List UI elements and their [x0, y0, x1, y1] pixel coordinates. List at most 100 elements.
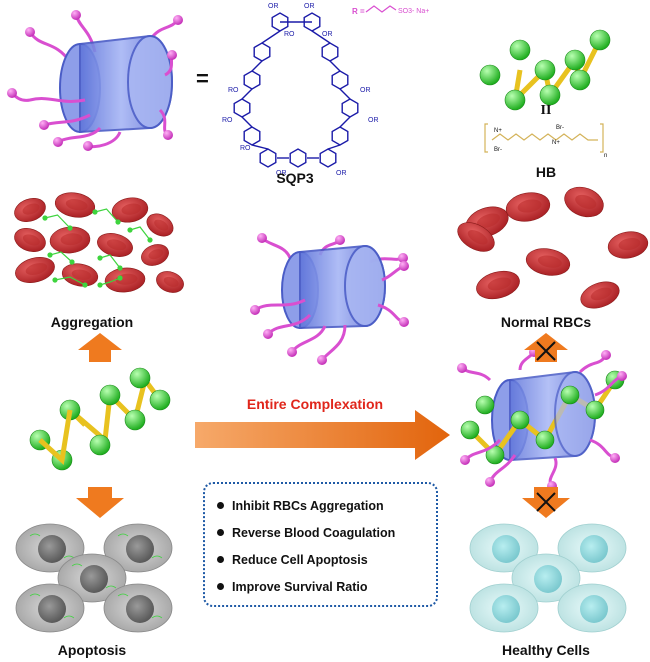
host-ring-front: [127, 35, 173, 129]
red-blood-cell: [15, 257, 55, 283]
bullet-dot: [217, 556, 224, 563]
effect-item: Reduce Cell Apoptosis: [217, 546, 426, 573]
hb-br1: Br-: [494, 147, 502, 153]
sqp3-host-cartoon: [7, 10, 183, 151]
bond: [251, 60, 263, 72]
red-blood-cell: [14, 198, 46, 222]
arrow-down-to-apoptosis: [76, 487, 124, 518]
hb-chain: [491, 133, 598, 141]
benzene-ring: [331, 126, 349, 146]
healthy-cell: [557, 583, 627, 633]
healthy-cell: [469, 523, 539, 573]
host-chain-ends: [7, 10, 183, 151]
healthy-cells: [469, 523, 627, 633]
free-guest-cartoon: [29, 367, 171, 471]
bullet-dot: [217, 529, 224, 536]
apoptotic-cell: [57, 553, 127, 603]
bullet-dot: [217, 583, 224, 590]
sqp3-label: SQP3: [276, 170, 314, 186]
benzene-ring: [319, 148, 337, 168]
arrow-up-to-aggregation: [78, 333, 122, 362]
substituent-label: RO: [228, 87, 239, 94]
benzene-ring: [289, 148, 307, 168]
red-blood-cell: [457, 222, 495, 252]
red-blood-cell: [104, 267, 146, 293]
bond: [329, 60, 341, 72]
hb-label: HB: [536, 164, 556, 180]
hb-structure: [484, 123, 604, 153]
benzene-ring: [259, 148, 277, 168]
red-blood-cell: [476, 270, 520, 300]
x-mark-icon: [536, 492, 556, 512]
hb-right-bracket: [600, 123, 604, 153]
hb-guest-cartoon: [479, 29, 611, 111]
substituent-label: OR: [336, 170, 347, 177]
normal-rbcs-label: Normal RBCs: [501, 314, 591, 330]
x-mark-icon: [536, 341, 556, 361]
healthy-cell: [557, 523, 627, 573]
sqp3-rings: [233, 12, 359, 168]
substituent-label: OR: [276, 170, 287, 177]
r-group-sulfonate: SO3- Na+: [398, 8, 429, 15]
red-blood-cell: [607, 231, 649, 259]
effect-text: Reverse Blood Coagulation: [232, 525, 396, 540]
apoptotic-cell: [103, 523, 173, 573]
substituent-label: OR: [360, 87, 371, 94]
r-group-label: R =: [352, 7, 365, 16]
red-blood-cell: [146, 213, 174, 237]
effect-text: Inhibit RBCs Aggregation: [232, 498, 384, 513]
hb-left-bracket: [484, 123, 488, 153]
healthy-cell: [511, 553, 581, 603]
ii-label: II: [541, 103, 552, 118]
apoptotic-cell: [103, 583, 173, 633]
bond: [339, 116, 351, 128]
red-blood-cell: [97, 233, 133, 257]
apoptosis-label: Apoptosis: [58, 642, 127, 658]
host-guest-complex: [457, 347, 627, 491]
effect-item: Improve Survival Ratio: [217, 573, 426, 600]
hb-n-sub: n: [604, 153, 607, 159]
equals-sign: =: [196, 66, 209, 91]
effect-text: Improve Survival Ratio: [232, 579, 368, 594]
sqp3-structure: [233, 12, 359, 168]
aggregated-rbcs: [14, 192, 184, 293]
center-host-cartoon: [250, 233, 409, 365]
bond: [261, 30, 281, 44]
bond: [241, 88, 253, 100]
benzene-ring: [331, 70, 349, 90]
hb-n2: N+: [552, 140, 560, 146]
effects-list: Inhibit RBCs Aggregation Reverse Blood C…: [203, 482, 438, 607]
red-blood-cell: [61, 263, 99, 287]
red-blood-cell: [505, 192, 551, 222]
bond: [327, 144, 341, 150]
healthy-cells-label: Healthy Cells: [502, 642, 590, 658]
substituent-label: OR: [322, 31, 333, 38]
benzene-ring: [233, 98, 251, 118]
hb-guest-beads: [479, 29, 611, 111]
benzene-ring: [253, 42, 271, 62]
red-blood-cell: [141, 244, 169, 266]
substituent-label: OR: [304, 3, 315, 10]
red-blood-cell: [14, 228, 46, 252]
apoptotic-cell: [15, 583, 85, 633]
healthy-cell: [469, 583, 539, 633]
bond: [311, 30, 331, 44]
substituent-label: RO: [284, 31, 295, 38]
benzene-ring: [321, 42, 339, 62]
substituent-label: OR: [268, 3, 279, 10]
red-blood-cell: [525, 248, 571, 276]
aggregation-label: Aggregation: [51, 314, 133, 330]
benzene-ring: [341, 98, 359, 118]
red-blood-cell: [111, 197, 149, 223]
r-group-chain: [365, 5, 397, 13]
substituent-label: RO: [222, 117, 233, 124]
red-blood-cell: [156, 271, 184, 293]
effect-item: Reverse Blood Coagulation: [217, 519, 426, 546]
hb-br2: Br-: [556, 125, 564, 131]
red-blood-cell: [564, 186, 604, 218]
benzene-ring: [243, 70, 261, 90]
red-blood-cell: [54, 192, 96, 218]
arrow-entire-complexation: [195, 410, 450, 460]
